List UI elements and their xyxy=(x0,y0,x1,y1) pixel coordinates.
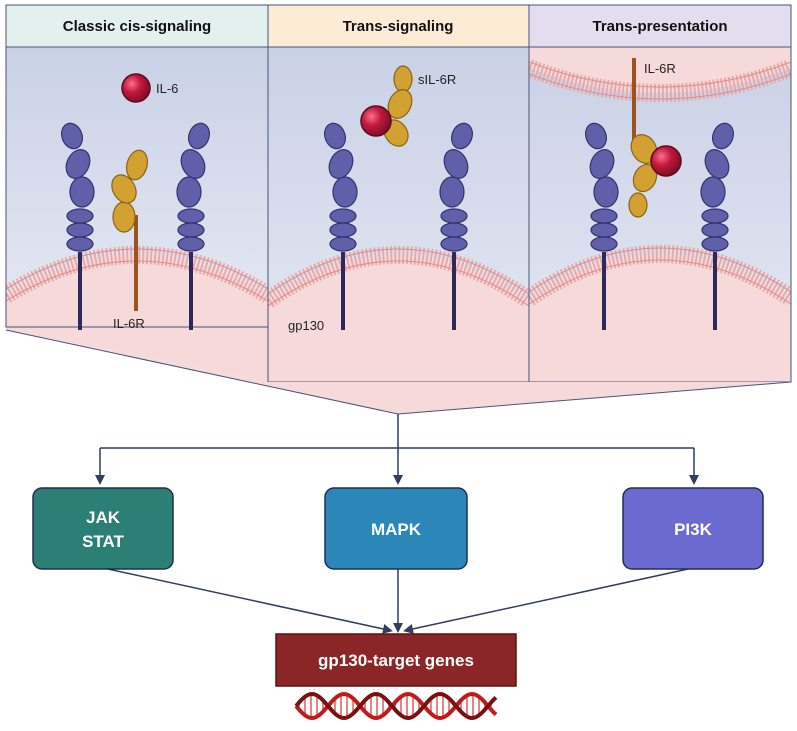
panel-3-membrane xyxy=(529,245,791,306)
pathway-stat-label: STAT xyxy=(82,532,124,551)
pathway-mapk: MAPK xyxy=(324,487,468,570)
panel-classic-cis-signaling: Classic cis-signaling xyxy=(5,4,269,382)
gp130-receptor-3b xyxy=(700,122,734,330)
label-gp130: gp130 xyxy=(288,318,324,333)
pathway-jak-stat: JAK STAT xyxy=(32,487,174,570)
pathway-mapk-label: MAPK xyxy=(371,520,422,539)
gp130-receptor-2a xyxy=(324,122,358,330)
panel-3-cytoplasm xyxy=(529,254,791,382)
panel-3-title: Trans-presentation xyxy=(592,18,727,35)
dna-strand-2 xyxy=(294,691,498,721)
panel-2-cytoplasm xyxy=(268,255,529,382)
il6-ligand-presentation xyxy=(650,145,682,177)
panel-1-title: Classic cis-signaling xyxy=(63,18,211,35)
pathway-pi3k: PI3K xyxy=(622,487,764,570)
dna-strand-1 xyxy=(294,691,498,721)
il6r-presented xyxy=(628,58,658,218)
il6-ligand-classic xyxy=(121,73,151,103)
pathway-jak-label: JAK xyxy=(86,508,121,527)
panel-2-header xyxy=(267,4,530,48)
gp130-receptor-1b xyxy=(176,122,210,330)
panel-3-header xyxy=(528,4,792,48)
panel-2-title: Trans-signaling xyxy=(343,18,454,35)
gp130-receptor-1a xyxy=(61,122,95,330)
panel-1-funnel xyxy=(6,327,268,382)
label-il6r-classic: IL-6R xyxy=(113,316,145,331)
panel-trans-presentation: Trans-presentation xyxy=(528,4,792,383)
gp130-receptor-3a xyxy=(585,122,619,330)
arrows xyxy=(95,414,699,634)
label-il6r-trans: IL-6R xyxy=(644,61,676,76)
gp130-receptor-2b xyxy=(439,122,473,330)
label-il6: IL-6 xyxy=(156,81,178,96)
target-genes-label: gp130-target genes xyxy=(318,651,474,670)
label-sil6r: sIL-6R xyxy=(418,72,456,87)
dna-helix xyxy=(294,691,498,721)
il6r-classic xyxy=(111,149,149,311)
pathway-pi3k-label: PI3K xyxy=(674,520,713,539)
il6-ligand-trans xyxy=(360,105,392,137)
panel-1-header xyxy=(5,4,269,48)
target-genes: gp130-target genes xyxy=(275,633,517,687)
panel-2-membrane xyxy=(268,246,529,308)
gp130-receptors xyxy=(61,122,734,330)
panel-trans-signaling: Trans-signaling xyxy=(267,4,530,383)
